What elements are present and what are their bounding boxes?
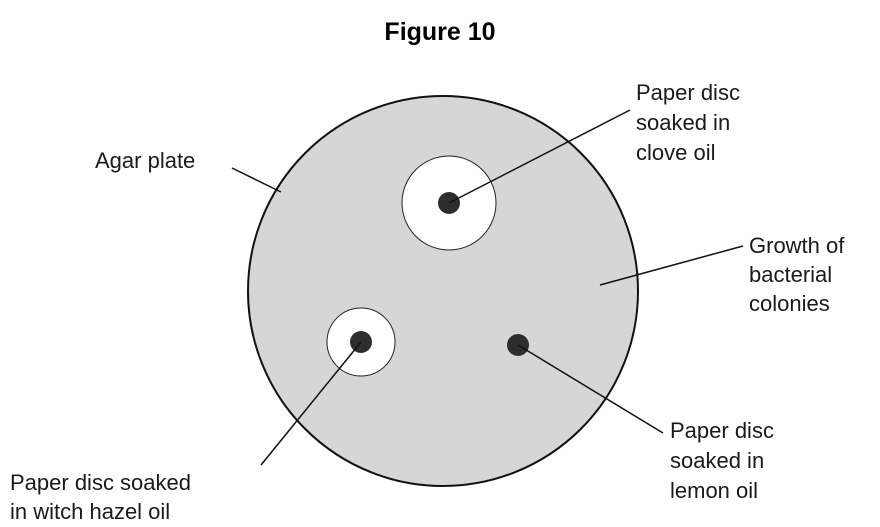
figure-title: Figure 10 bbox=[384, 18, 495, 46]
witch-hazel-oil-label-line-1: Paper disc soaked bbox=[10, 470, 191, 495]
agar-plate-label: Agar plate bbox=[95, 148, 195, 173]
witch-hazel-oil-label-line-2: in witch hazel oil bbox=[10, 499, 170, 524]
lemon-oil-label-line-1: Paper disc bbox=[670, 418, 774, 443]
growth-label-line-2: bacterial bbox=[749, 262, 832, 287]
agar-plate bbox=[248, 96, 638, 486]
growth-label: Growth of bacterial colonies bbox=[749, 233, 851, 316]
growth-label-line-3: colonies bbox=[749, 291, 830, 316]
clove-oil-label-line-3: clove oil bbox=[636, 140, 715, 165]
lemon-oil-label: Paper disc soaked in lemon oil bbox=[670, 418, 780, 503]
clove-oil-label-line-2: soaked in bbox=[636, 110, 730, 135]
growth-label-line-1: Growth of bbox=[749, 233, 845, 258]
lemon-oil-label-line-2: soaked in bbox=[670, 448, 764, 473]
witch-hazel-oil-label: Paper disc soaked in witch hazel oil bbox=[10, 470, 197, 524]
agar-plate-leader-line bbox=[232, 168, 281, 192]
lemon-oil-label-line-3: lemon oil bbox=[670, 478, 758, 503]
clove-oil-label-line-1: Paper disc bbox=[636, 80, 740, 105]
clove-oil-label: Paper disc soaked in clove oil bbox=[636, 80, 746, 165]
